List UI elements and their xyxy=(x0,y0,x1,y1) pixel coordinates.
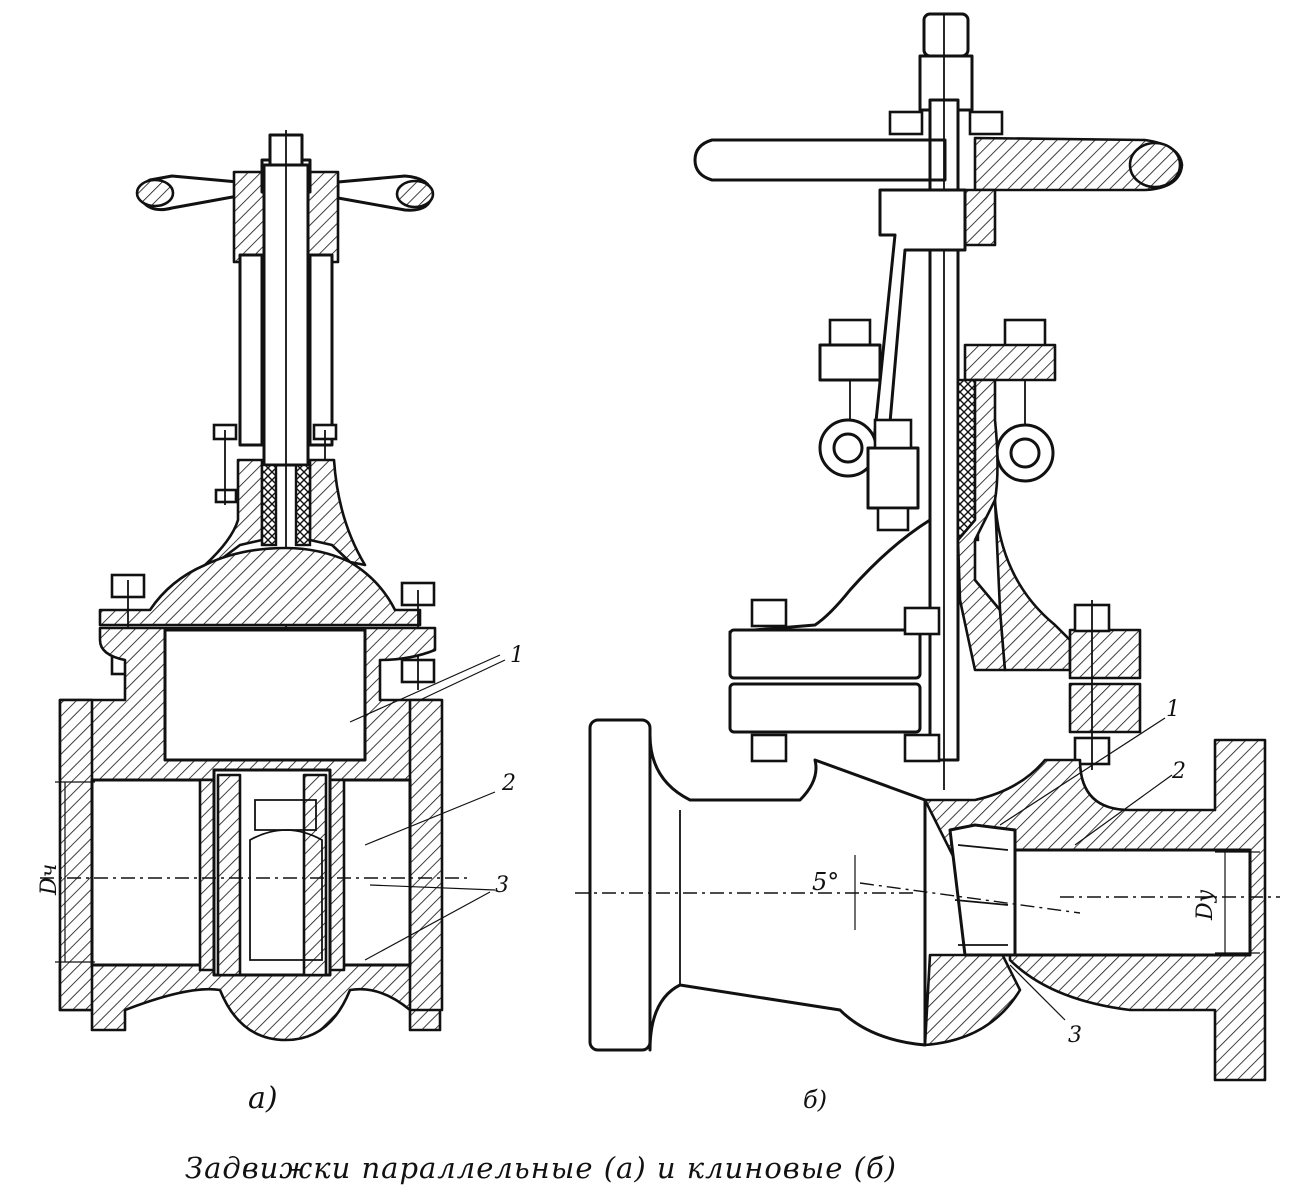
parallel-gate-valve xyxy=(40,130,506,1042)
callout-a-2: 2 xyxy=(501,771,516,796)
callout-b-2: 2 xyxy=(1171,759,1186,784)
callout-b-1: 1 xyxy=(1166,697,1180,722)
sublabel-b: б) xyxy=(803,1086,827,1114)
dimension-b: Dу xyxy=(1193,889,1218,921)
wedge-b xyxy=(948,823,1017,957)
inlet-flange-b xyxy=(588,718,652,1052)
dimension-a: Dч xyxy=(37,864,62,896)
body-lower-a xyxy=(58,963,442,1042)
yoke-column-right-a xyxy=(308,253,334,447)
stem-cap-b xyxy=(922,12,970,58)
angle-b: 5° xyxy=(812,868,839,896)
handwheel-left-b xyxy=(693,138,947,182)
callout-a-1: 1 xyxy=(510,643,524,668)
wedge-gate-valve xyxy=(575,12,1280,1082)
figure-caption: Задвижки параллельные (а) и клиновые (б) xyxy=(185,1151,897,1185)
callout-a-3: 3 xyxy=(495,873,509,898)
sublabel-a: а) xyxy=(248,1081,278,1116)
bonnet-b xyxy=(993,498,1072,672)
bonnet-a xyxy=(98,546,422,627)
yoke-column-left-a xyxy=(238,253,264,447)
callout-b-3: 3 xyxy=(1068,1023,1082,1048)
